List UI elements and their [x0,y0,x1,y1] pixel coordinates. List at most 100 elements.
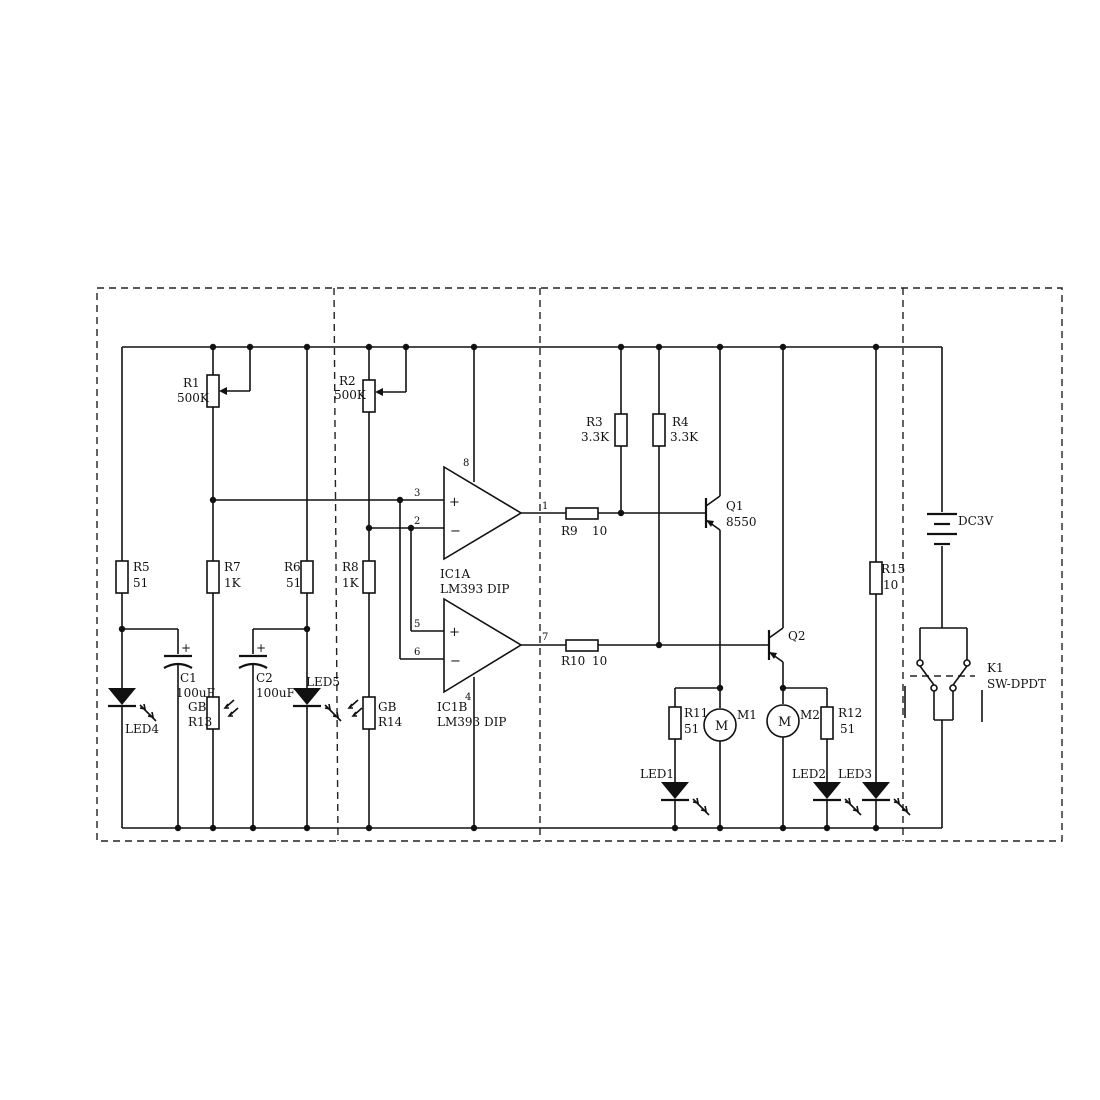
ic1b-comparator [443,597,523,694]
r14-light-icon [347,699,363,717]
ic1a-plus-input: + [449,495,460,510]
power-rails [122,346,942,829]
r15-ref: R15 [881,562,905,576]
k1-ref: K1 [987,661,1004,675]
q2-ref: Q2 [788,629,805,643]
r15-value: 10 [883,578,898,592]
c1-value: 100uF [176,686,215,700]
r5-resistor [115,560,129,594]
led3-diode [862,782,890,799]
ic1b-part: LM393 DIP [437,715,506,729]
ic1b-ref: IC1B [437,700,468,714]
battery-ref: DC3V [958,514,993,528]
r3-resistor [614,413,628,447]
r13-light-icon [223,699,239,717]
m1-symbol: M [715,719,728,734]
pin-3: 3 [414,488,420,499]
r13-ref: R13 [188,715,212,729]
led5-ref: LED5 [306,675,340,689]
ic1a-comparator [443,465,523,561]
r11-value: 51 [684,722,699,736]
led4-diode [108,688,136,705]
pin-8: 8 [463,458,469,469]
r2-ref: R2 [339,374,356,388]
q1-ref: Q1 [726,499,743,513]
r1-ref: R1 [183,376,200,390]
section-outlines [96,287,1063,842]
led4-ref: LED4 [125,722,159,736]
r11-resistor [668,706,682,740]
ic1b-minus-input: − [450,654,461,669]
r7-value: 1K [224,576,242,590]
r14-photoresistor [362,696,376,730]
r6-ref: R6 [284,560,301,574]
c1-ref: C1 [180,671,197,685]
r9-value: 10 [592,524,607,538]
pin-1: 1 [542,501,548,512]
driver-section: R9 10 R10 10 R3 3.3K R4 3.3K Q1 8550 [521,347,911,828]
ic1b-plus-input: + [449,625,460,640]
c2-value: 100uF [256,686,295,700]
r12-resistor [820,706,834,740]
c1-plus-mark: + [181,641,191,655]
r13-type: GB [188,700,207,714]
r5-value: 51 [133,576,148,590]
r11-ref: R11 [684,706,708,720]
pin-7: 7 [542,632,548,643]
r9-resistor [565,507,599,520]
k1-dpdt-switch [904,627,983,828]
r2-value: 500K [334,388,367,402]
r12-ref: R12 [838,706,862,720]
c2-plus-mark: + [256,641,266,655]
pin-5: 5 [414,619,420,630]
left-sensor-section: R5 51 LED4 + C1 100uF R1 500K R7 1K GB R… [108,347,342,828]
led5-diode [293,688,321,705]
led4-emission-icon [139,703,157,722]
pin-4: 4 [465,692,471,703]
k1-part: SW-DPDT [987,677,1046,691]
r1-value: 500K [177,391,210,405]
led2-ref: LED2 [792,767,826,781]
r3-ref: R3 [586,415,603,429]
c2-ref: C2 [256,671,273,685]
power-section: DC3V K1 SW-DPDT [904,347,1046,828]
led3-ref: LED3 [838,767,872,781]
r10-ref: R10 [561,654,585,668]
r8-ref: R8 [342,560,359,574]
led2-emission-icon [844,797,862,816]
r6-value: 51 [286,576,301,590]
r14-ref: R14 [378,715,403,729]
pin-6: 6 [414,647,420,658]
r6-resistor [300,560,314,594]
ic1a-part: LM393 DIP [440,582,509,596]
led5-emission-icon [324,703,342,722]
m2-ref: M2 [800,708,820,722]
r4-value: 3.3K [670,430,699,444]
r12-value: 51 [840,722,855,736]
comparator-section: R2 500K R8 1K GB R14 + − 8 3 2 1 IC1A LM… [213,347,548,828]
r10-resistor [565,639,599,652]
led2-diode [813,782,841,799]
r7-resistor [206,560,220,594]
outer-dashed-border [96,287,1063,842]
r9-ref: R9 [561,524,578,538]
q1-part: 8550 [726,515,757,529]
led3-emission-icon [893,797,911,816]
r8-resistor [362,560,376,594]
ic1a-minus-input: − [450,524,461,539]
r4-ref: R4 [672,415,689,429]
r10-value: 10 [592,654,607,668]
r5-ref: R5 [133,560,150,574]
r8-value: 1K [342,576,360,590]
led1-emission-icon [692,797,710,816]
r14-type: GB [378,700,397,714]
r7-ref: R7 [224,560,241,574]
m2-symbol: M [778,715,791,730]
ic1a-ref: IC1A [440,567,471,581]
m1-ref: M1 [737,708,757,722]
r3-value: 3.3K [581,430,610,444]
led1-ref: LED1 [640,767,674,781]
section-divider-1 [333,287,339,842]
r4-resistor [652,413,666,447]
